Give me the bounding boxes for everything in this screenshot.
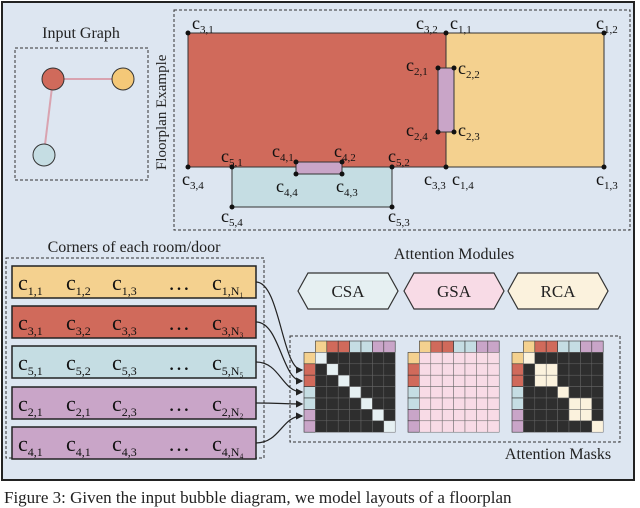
- corners-panel-title: Corners of each room/door: [48, 239, 222, 256]
- graph-node-red: [41, 67, 65, 91]
- corner-item: c4,3: [112, 431, 137, 459]
- corner-c14: c1,4: [452, 169, 474, 192]
- corner-item: c3,2: [66, 310, 91, 338]
- corner-item: c1,N₁: [212, 270, 244, 298]
- corner-c34: c3,4: [182, 169, 204, 192]
- corner-item: …: [168, 431, 190, 456]
- arrow-row-3: [255, 361, 304, 396]
- floorplan-title: Floorplan Example: [154, 54, 170, 170]
- arrow-row-4: [255, 400, 304, 408]
- corner-item: c1,2: [66, 270, 91, 298]
- corner-c43: c4,3: [336, 176, 358, 199]
- corner-c54: c5,4: [221, 206, 243, 229]
- corner-item: c5,N₅: [212, 350, 244, 378]
- module-label: RCA: [541, 282, 577, 301]
- door-2: [437, 67, 455, 133]
- corner-c12: c1,2: [596, 13, 618, 36]
- corner-item: …: [168, 270, 190, 295]
- corner-dots: [185, 30, 607, 210]
- corner-item: …: [168, 310, 190, 335]
- corner-item: c2,3: [112, 391, 137, 419]
- corner-c33: c3,3: [424, 169, 446, 192]
- arrow-row-1: [255, 281, 304, 374]
- corner-item: c4,1: [18, 431, 43, 459]
- corner-item: c5,3: [112, 350, 137, 378]
- corner-item: c1,3: [112, 270, 137, 298]
- corner-c21: c2,1: [406, 55, 428, 78]
- corner-c41: c4,1: [272, 141, 294, 164]
- corner-c51: c5,1: [221, 146, 243, 169]
- module-gsa: [403, 272, 505, 310]
- module-rca: [507, 272, 609, 310]
- attention-masks: [303, 340, 604, 433]
- figure-caption: Figure 3: Given the input bubble diagram…: [4, 488, 512, 507]
- door-4: [295, 161, 343, 175]
- corner-item: c2,1: [66, 391, 91, 419]
- corner-item: …: [168, 350, 190, 375]
- corner-c52: c5,2: [388, 146, 410, 169]
- room-yellow: [445, 32, 605, 168]
- module-label: GSA: [437, 282, 472, 301]
- arrow-row-5: [255, 412, 304, 444]
- corner-rows: c1,1 c1,2 c1,3 … c1,N₁ c3,1 c3,2 c3,3 … c3,N₃ c5,1…: [11, 265, 257, 460]
- corner-row-room-3: [11, 305, 257, 339]
- corner-labels: c3,1 c3,2 c1,1 c1,2 c2,1 c2,2 c2,4 c2,3 …: [182, 13, 618, 229]
- corner-item: c3,3: [112, 310, 137, 338]
- corner-item: c4,1: [66, 431, 91, 459]
- corner-item: c2,1: [18, 391, 43, 419]
- input-graph-box: [14, 47, 149, 181]
- corner-row-door-2: [11, 386, 257, 420]
- corner-item: c2,N₂: [212, 391, 244, 419]
- corner-item: c1,1: [18, 270, 43, 298]
- corner-item: c5,2: [66, 350, 91, 378]
- mask-csa: [303, 340, 396, 433]
- corner-item: c3,1: [18, 310, 43, 338]
- input-graph-title: Input Graph: [42, 25, 120, 42]
- corner-c53: c5,3: [388, 206, 410, 229]
- corner-c13: c1,3: [596, 169, 618, 192]
- corner-c11: c1,1: [450, 13, 472, 36]
- graph-edge-2: [43, 78, 54, 154]
- corner-c23: c2,3: [458, 120, 480, 143]
- corner-c42: c4,2: [334, 141, 356, 164]
- corner-row-room-5: [11, 345, 257, 379]
- arrows: [255, 281, 304, 444]
- corner-c44: c4,4: [276, 176, 298, 199]
- attention-modules-title: Attention Modules: [394, 246, 514, 263]
- mask-rca: [511, 340, 604, 433]
- graph-node-yellow: [111, 67, 135, 91]
- mask-gsa: [407, 340, 500, 433]
- module-label: CSA: [331, 282, 365, 301]
- room-red: [187, 32, 447, 168]
- graph-node-blue: [32, 143, 56, 167]
- corner-c32: c3,2: [416, 13, 438, 36]
- module-csa: [297, 272, 399, 310]
- attention-masks-title: Attention Masks: [505, 446, 611, 463]
- corner-c31: c3,1: [192, 13, 214, 36]
- corner-item: c3,N₃: [212, 310, 244, 338]
- corner-c24: c2,4: [406, 120, 428, 143]
- corner-item: c4,N₄: [212, 431, 244, 459]
- attention-modules: CSA GSA RCA: [297, 272, 609, 310]
- attention-masks-box: [289, 335, 621, 443]
- arrow-row-2: [255, 321, 304, 385]
- corner-item: …: [168, 391, 190, 416]
- corner-c22: c2,2: [458, 58, 480, 81]
- corner-item: c5,1: [18, 350, 43, 378]
- corner-row-room-1: [11, 265, 257, 299]
- floorplan-box: [173, 9, 631, 231]
